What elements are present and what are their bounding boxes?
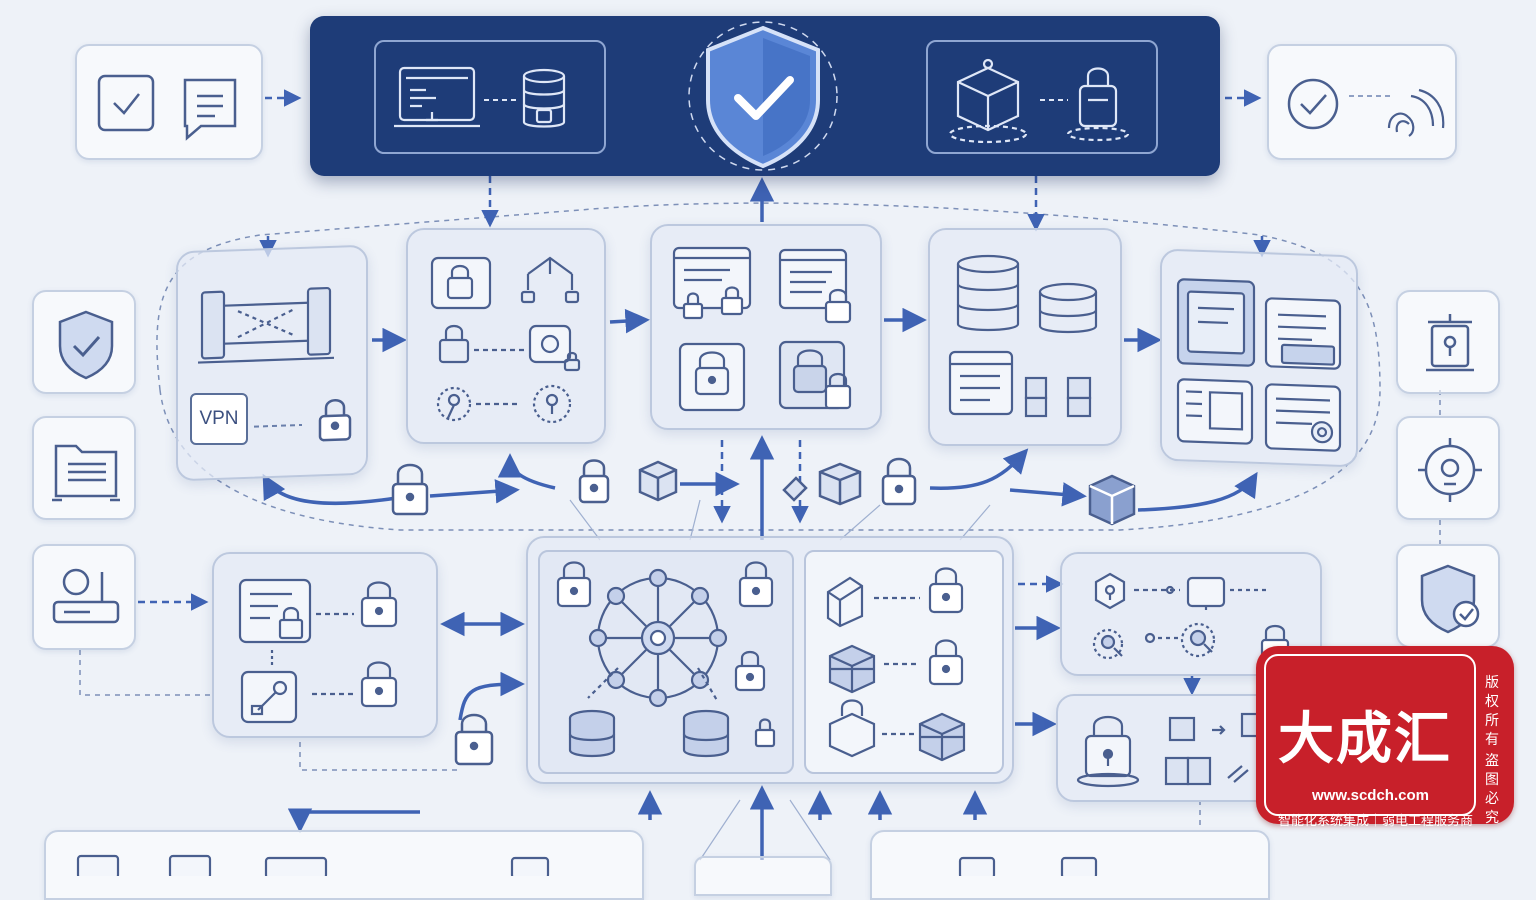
fingerprint-wave-icon bbox=[1387, 88, 1445, 137]
gear-search-icon bbox=[1092, 628, 1124, 660]
server-icon bbox=[76, 854, 120, 876]
cube-stack-icon bbox=[1164, 716, 1212, 786]
cube-icon bbox=[818, 462, 862, 506]
database-icon bbox=[682, 709, 730, 758]
security-gateway-bar bbox=[310, 16, 1220, 176]
cube-icon bbox=[1088, 474, 1136, 526]
database-cylinder-icon bbox=[1038, 282, 1098, 334]
padlock-device-icon bbox=[1066, 67, 1130, 142]
padlock-icon bbox=[454, 713, 494, 766]
copyright-text: 版权所有 bbox=[1485, 675, 1499, 748]
left-user-terminal-card bbox=[32, 544, 136, 650]
gear-search-icon bbox=[1180, 622, 1216, 658]
floating-icons-layer bbox=[391, 457, 1136, 766]
padlock-icon bbox=[754, 718, 776, 748]
right-lock-tower-card bbox=[1396, 290, 1500, 394]
checkbox-icon bbox=[97, 74, 155, 132]
layout-window-icon bbox=[1176, 378, 1254, 445]
padlock-icon bbox=[928, 639, 964, 686]
database-storage-panel bbox=[928, 228, 1122, 446]
bottom-left-strip bbox=[44, 830, 644, 900]
policy-window-panel bbox=[650, 224, 882, 430]
database-stack-icon bbox=[956, 254, 1020, 332]
tag-icon bbox=[782, 476, 808, 502]
vpn-badge: VPN bbox=[190, 393, 248, 445]
hex-lock-icon bbox=[1094, 572, 1126, 610]
right-target-card bbox=[1396, 416, 1500, 520]
brand-name: 大成汇 bbox=[1278, 707, 1452, 772]
watermark-stamp: 大成汇 www.scdch.com 智能化系统集成｜弱电工程服务商 版权所有 盗… bbox=[1256, 646, 1514, 829]
network-tree-icon bbox=[526, 256, 574, 290]
key-card-icon bbox=[240, 670, 298, 724]
id-card-icon bbox=[238, 578, 312, 644]
access-control-panel bbox=[406, 228, 606, 444]
brand-tagline: 智能化系统集成｜弱电工程服务商 bbox=[1278, 814, 1474, 829]
server-icon bbox=[510, 856, 550, 876]
gear-lock-icon bbox=[532, 384, 572, 424]
key-circle-icon bbox=[540, 334, 560, 354]
top-right-card bbox=[1267, 44, 1457, 160]
plug-icon bbox=[1227, 765, 1249, 783]
network-hub-icon bbox=[588, 568, 728, 708]
shield-check-icon bbox=[58, 310, 114, 380]
cube-stack-icon bbox=[1024, 376, 1092, 418]
padlock-icon bbox=[734, 650, 766, 692]
cube-grid-icon bbox=[828, 644, 876, 694]
monitor-node-icon bbox=[1186, 576, 1226, 608]
cube-grid-icon bbox=[918, 712, 966, 762]
stamp-border bbox=[1264, 654, 1476, 816]
padlock-icon bbox=[881, 457, 917, 506]
padlock-icon bbox=[738, 561, 774, 608]
bottom-right-strip bbox=[870, 830, 1270, 900]
check-circle-icon bbox=[1287, 78, 1339, 130]
cube-node-icon bbox=[948, 58, 1028, 144]
padlock-icon bbox=[391, 463, 429, 516]
brand-url: www.scdch.com bbox=[1312, 787, 1429, 804]
vault-lock-icon bbox=[1092, 715, 1124, 736]
left-folder-card bbox=[32, 416, 136, 520]
padlock-box-icon bbox=[828, 699, 876, 758]
top-left-card bbox=[75, 44, 263, 160]
box-icon bbox=[826, 576, 864, 628]
cube-icon bbox=[638, 460, 678, 502]
padlock-icon bbox=[318, 399, 352, 442]
padlock-icon bbox=[698, 351, 726, 368]
database-lock-icon bbox=[522, 68, 566, 128]
terminal-icon bbox=[394, 66, 480, 128]
target-lock-icon bbox=[1418, 438, 1482, 502]
cube-lock-group bbox=[926, 40, 1158, 154]
folder-document-icon bbox=[52, 444, 120, 502]
device-icon bbox=[264, 856, 328, 876]
server-rack-icon bbox=[198, 286, 334, 364]
database-icon bbox=[568, 709, 616, 758]
anti-theft-text: 盗图必究 bbox=[1485, 753, 1499, 826]
core-network-panel bbox=[526, 536, 1014, 784]
shield-check-icon bbox=[1420, 564, 1480, 634]
gear-key-icon bbox=[436, 386, 472, 422]
server-icon bbox=[958, 856, 996, 876]
firewall-vpn-panel bbox=[176, 244, 368, 482]
padlock-icon bbox=[556, 561, 592, 608]
dashboard-panel bbox=[1160, 248, 1358, 468]
padlock-icon bbox=[928, 567, 964, 614]
server-icon bbox=[168, 854, 212, 876]
shield-check-icon bbox=[688, 21, 838, 171]
identity-panel bbox=[212, 552, 438, 738]
bottom-center-card bbox=[694, 856, 832, 896]
file-cabinet-icon bbox=[948, 350, 1014, 416]
padlock-icon bbox=[578, 459, 610, 504]
chat-note-icon bbox=[183, 78, 237, 141]
left-shield-card bbox=[32, 290, 136, 394]
terminal-database-group bbox=[374, 40, 606, 154]
padlock-tile bbox=[430, 256, 492, 310]
server-icon bbox=[1060, 856, 1098, 876]
lock-tower-icon bbox=[1426, 314, 1474, 372]
padlock-icon bbox=[366, 581, 392, 598]
user-terminal-icon bbox=[52, 568, 120, 624]
